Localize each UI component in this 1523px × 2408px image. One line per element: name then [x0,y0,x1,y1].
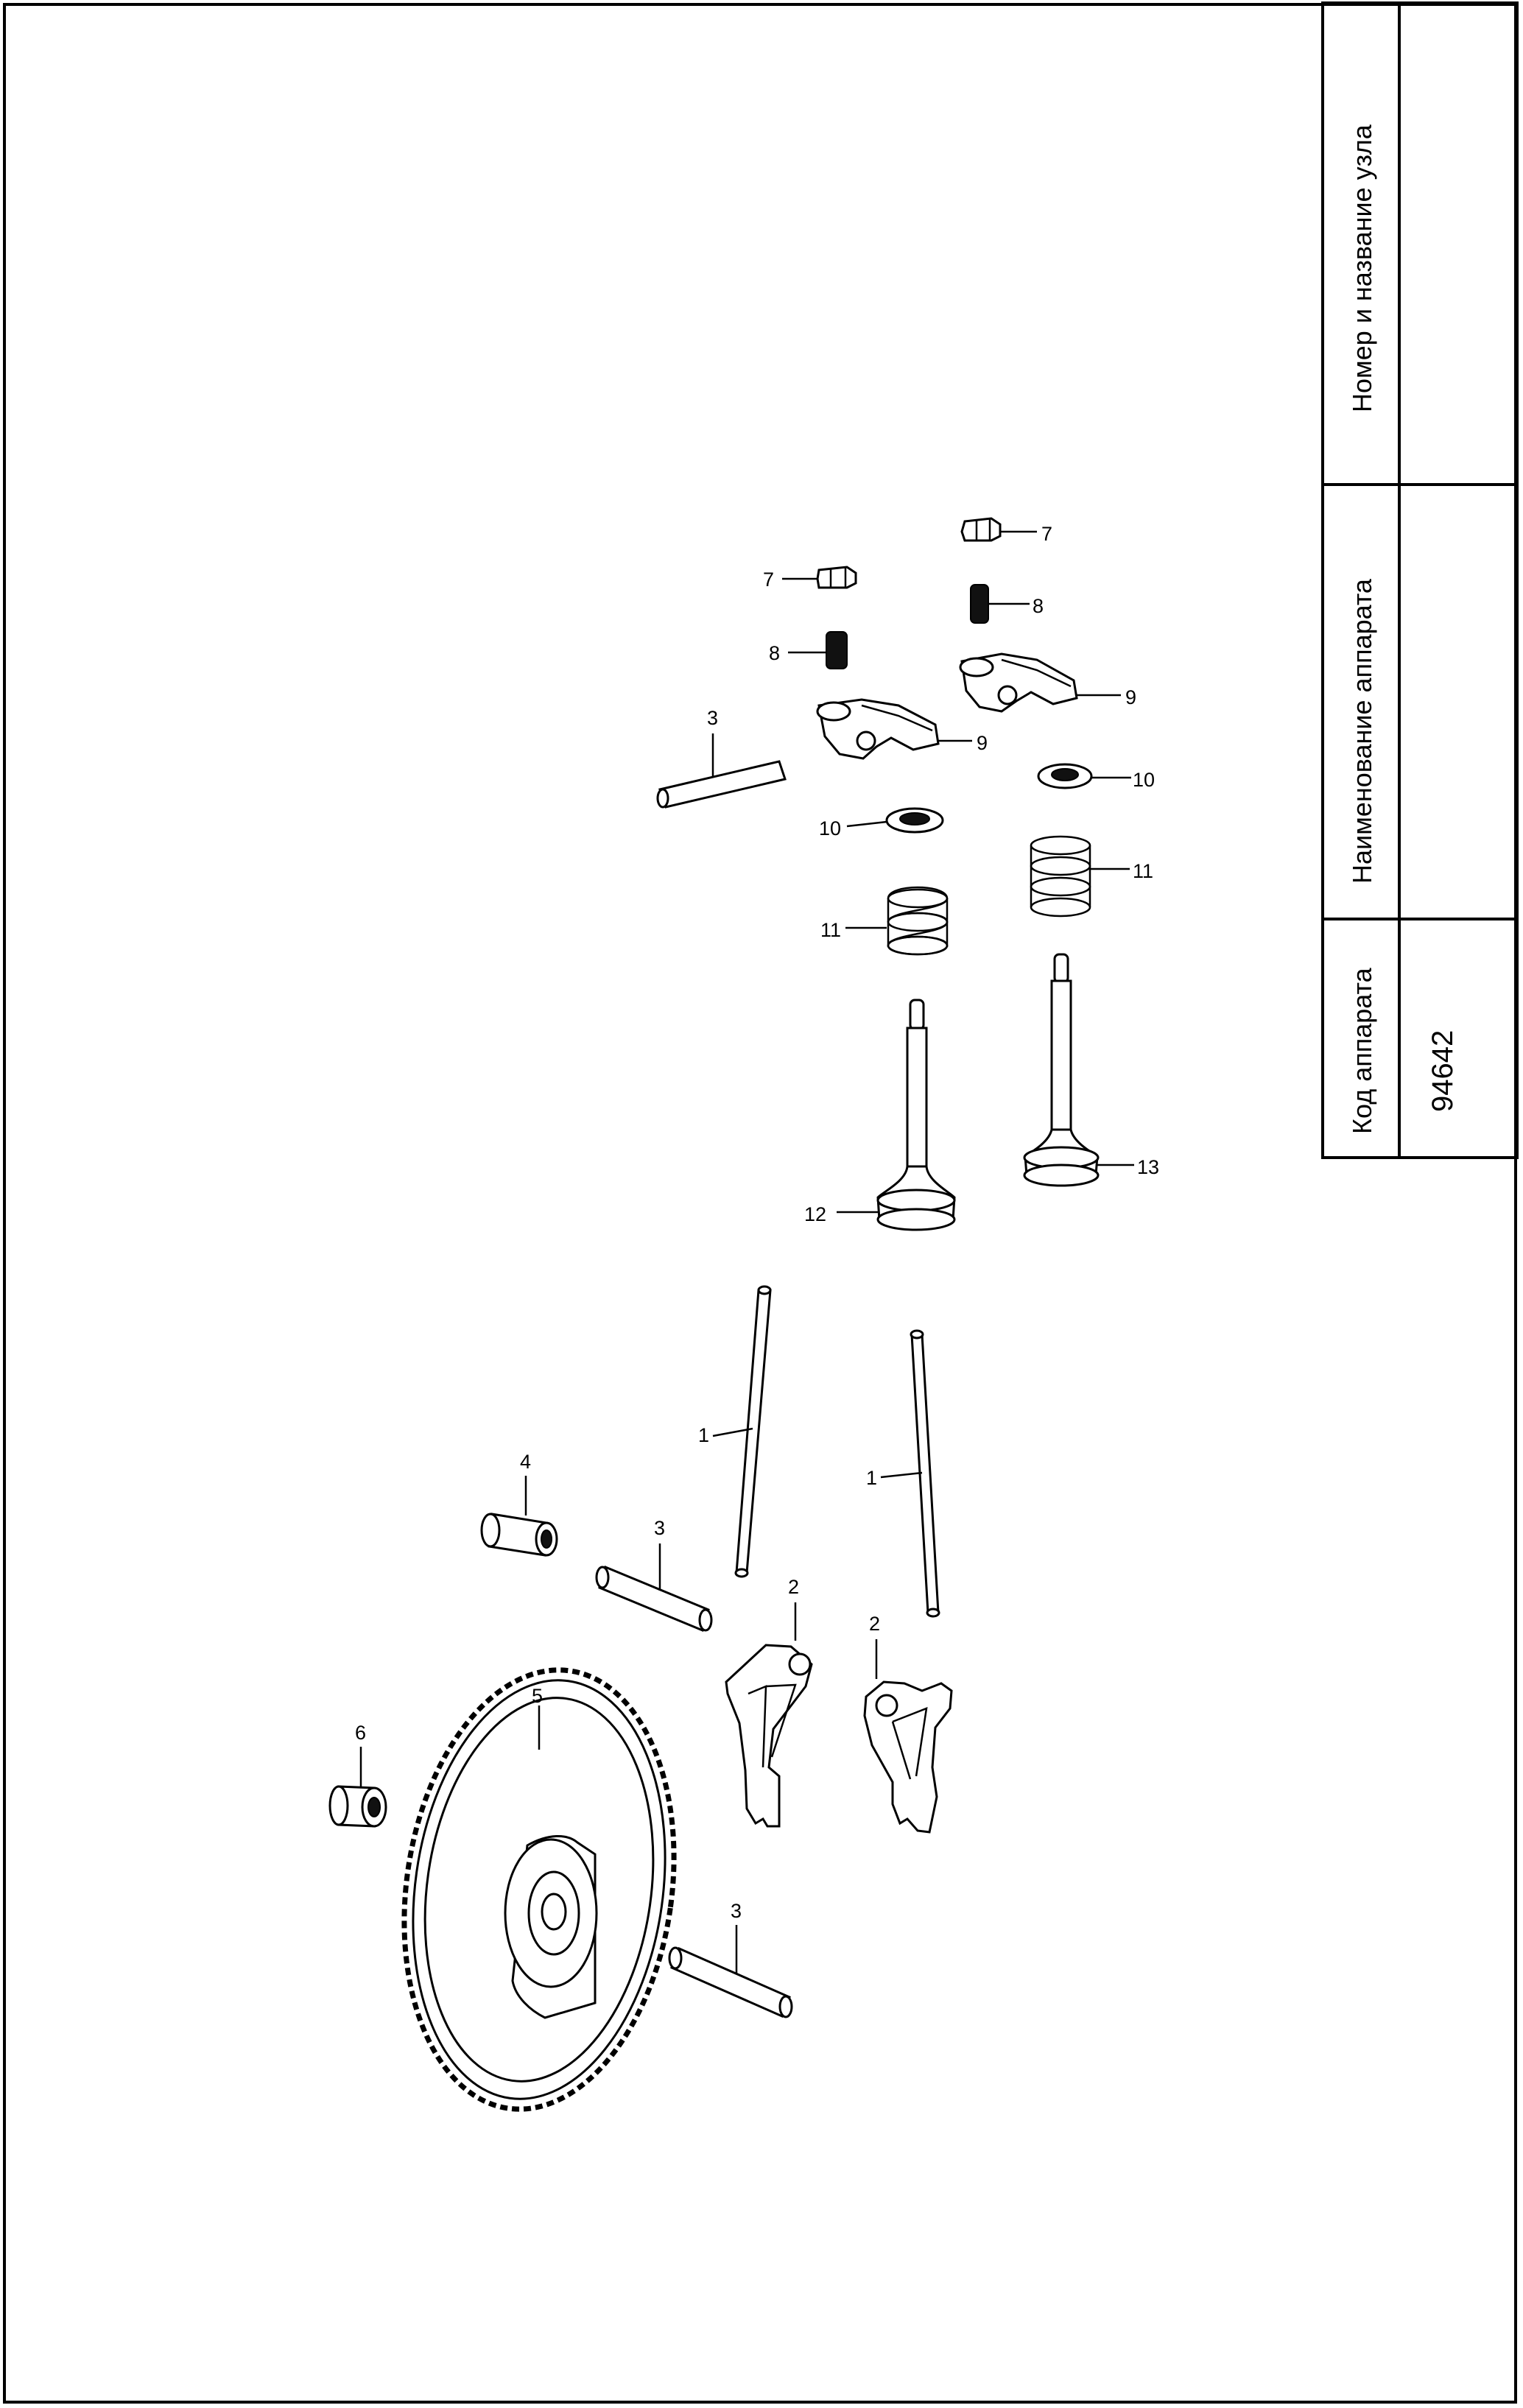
camshaft-gear: 5 [401,1667,677,2112]
rocker-arm-icon [816,698,940,760]
sheet-frame [3,3,1517,2404]
valve-icon [1023,953,1100,1187]
shaft-icon [595,1565,713,1633]
callout-9-left: 9 [977,732,988,754]
retainer-icon [1037,763,1093,789]
bearing-bush: 6 [328,1722,387,1828]
callout-11-left: 11 [820,919,841,941]
shaft-bottom: 3 [668,1900,793,2018]
callout-2-right: 2 [869,1613,880,1635]
bushing-icon [328,1785,387,1828]
spring-icon [887,886,949,956]
retainer-icon [885,807,944,834]
apparatus-name-label: Наименование аппарата [1347,578,1377,884]
rocker-arm-right: 9 [959,652,1136,713]
callout-1-right: 1 [866,1467,877,1489]
adjust-screw-left: 8 [769,631,848,669]
callout-3-bottom: 3 [731,1900,742,1922]
intake-valve: 12 [804,999,956,1231]
apparatus-code-label: Код аппарата [1347,967,1377,1134]
bushing-icon [480,1513,558,1557]
rocker-arm-left: 9 [816,698,988,760]
shaft-icon [668,1946,793,2018]
callout-10-right: 10 [1133,769,1155,791]
title-block: Номер и название узла Наименование аппар… [1321,1,1519,1159]
callout-13: 13 [1137,1156,1159,1178]
push-rod-icon [910,1329,940,1618]
callout-9-right: 9 [1125,686,1136,708]
spring-icon [1030,835,1091,918]
callout-11-right: 11 [1133,860,1153,882]
tappet-icon [725,1644,813,1828]
nut-left: 7 [763,566,857,591]
bushing: 4 [480,1451,558,1557]
apparatus-code-value: 94642 [1427,1030,1459,1112]
shaft-icon [656,760,787,809]
callout-4: 4 [520,1451,531,1473]
push-rod-icon [734,1285,772,1578]
callout-3-top: 3 [707,707,718,729]
rocker-arm-icon [959,652,1078,713]
shaft-middle: 3 [595,1517,713,1633]
assembly-label: Номер и название узла [1347,124,1377,412]
spring-retainer-right: 10 [1037,763,1155,791]
screw-icon [970,584,989,624]
callout-3-middle: 3 [654,1517,665,1539]
callout-2-left: 2 [788,1576,799,1598]
callout-10-left: 10 [819,817,841,839]
nut-icon [960,517,1002,542]
tappet-icon [863,1680,953,1834]
nut-right: 7 [960,517,1052,545]
valve-icon [876,999,956,1231]
shaft-top: 3 [656,707,787,809]
gear-icon [401,1667,677,2112]
tappet-left: 2 [725,1576,813,1828]
valve-spring-right: 11 [1030,835,1153,918]
callout-1-left: 1 [698,1424,709,1446]
callout-7-right: 7 [1041,523,1052,545]
spring-retainer-left: 10 [819,807,944,839]
screw-icon [826,631,848,669]
nut-icon [816,566,857,589]
adjust-screw-right: 8 [970,584,1044,624]
callout-8-right: 8 [1033,595,1044,617]
callout-12: 12 [804,1203,826,1225]
push-rod-right: 1 [866,1329,940,1618]
callout-5: 5 [532,1685,543,1707]
tappet-right: 2 [863,1613,953,1834]
valve-spring-left: 11 [820,886,949,956]
callout-8-left: 8 [769,642,780,664]
exhaust-valve: 13 [1023,953,1159,1187]
push-rod-left: 1 [698,1285,772,1578]
callout-6: 6 [355,1722,366,1744]
callout-7-left: 7 [763,568,774,591]
